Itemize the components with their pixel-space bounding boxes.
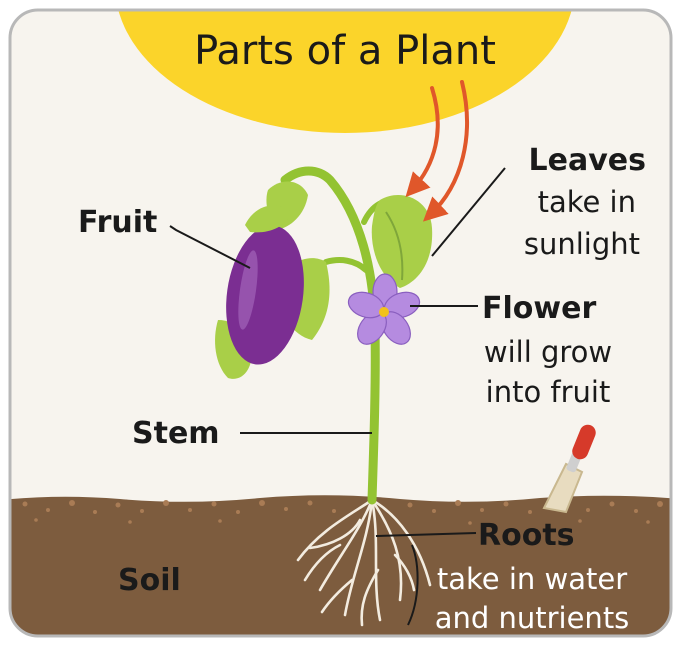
roots-label: Roots xyxy=(478,518,575,553)
roots-description-line-1: take in water xyxy=(437,562,627,596)
fruit-label: Fruit xyxy=(78,205,157,240)
leaves-label: Leaves xyxy=(529,143,646,178)
leaves-description-line-2: sunlight xyxy=(524,227,640,261)
stem-label: Stem xyxy=(132,416,220,451)
flower-description-line-1: will grow xyxy=(484,335,612,369)
roots-description-line-2: and nutrients xyxy=(435,601,630,635)
flower-description-line-2: into fruit xyxy=(486,375,611,409)
flower-label: Flower xyxy=(482,291,596,326)
leaves-description-line-1: take in xyxy=(538,185,636,219)
diagram-title: Parts of a Plant xyxy=(194,28,496,74)
soil-label: Soil xyxy=(118,563,181,598)
